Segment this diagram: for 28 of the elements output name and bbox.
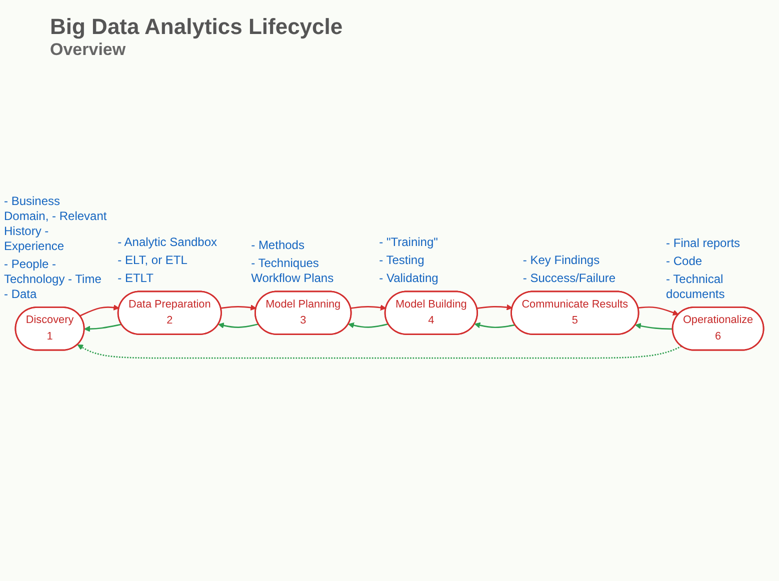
note-text: - Testing bbox=[379, 252, 424, 268]
note-text: - Key Findings bbox=[522, 252, 600, 268]
slide-title: Big Data Analytics Lifecycle bbox=[50, 14, 343, 40]
arrow bbox=[635, 323, 673, 330]
arrow bbox=[348, 322, 388, 329]
arrow bbox=[474, 322, 516, 328]
note-text: - ETLT bbox=[118, 270, 154, 286]
arrow bbox=[476, 304, 513, 311]
note-text: - Methods bbox=[251, 238, 304, 253]
arrow bbox=[350, 304, 386, 311]
note-text: - Success/Failure bbox=[522, 270, 616, 286]
note-text: - Techniques Workflow Plans bbox=[251, 256, 335, 286]
arrow bbox=[218, 322, 259, 329]
note-text: - Technical documents bbox=[666, 272, 726, 302]
note-text: - Validating bbox=[379, 270, 438, 286]
arrow bbox=[638, 306, 679, 316]
note-text: - Final reports bbox=[666, 236, 740, 250]
arrow bbox=[220, 304, 256, 311]
note-text: - People - Technology - Time - Data bbox=[4, 256, 102, 302]
note-text: - Business Domain, - Relevant History - Experience bbox=[4, 194, 108, 254]
subtitle: Overview bbox=[50, 40, 127, 60]
arrow bbox=[80, 304, 120, 317]
note-text: - Analytic Sandbox bbox=[118, 234, 218, 250]
arrow bbox=[77, 344, 682, 359]
note-text: - "Training" bbox=[379, 234, 438, 250]
note-text: - ELT, or ETL bbox=[118, 252, 188, 268]
note-text: - Code bbox=[666, 254, 702, 268]
arrow bbox=[84, 324, 122, 332]
